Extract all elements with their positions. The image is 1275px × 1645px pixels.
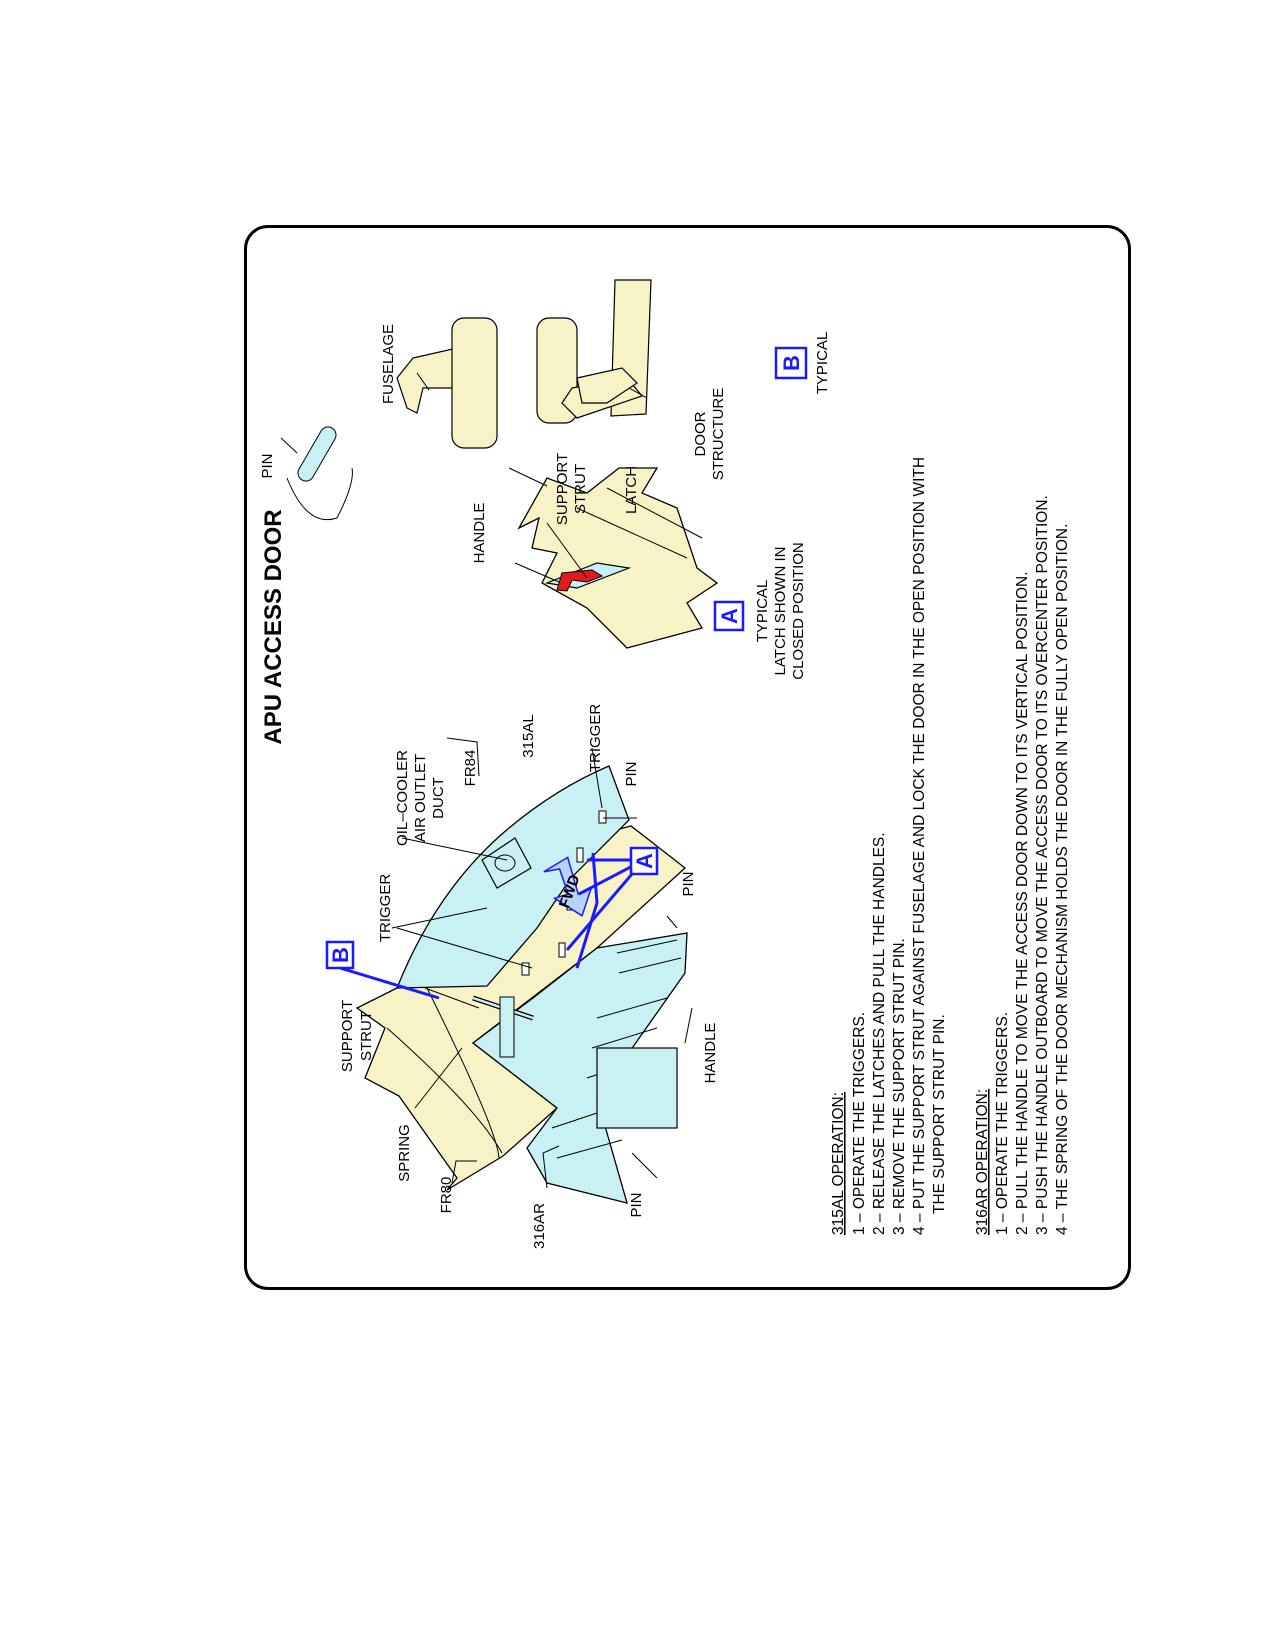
- diagram-frame: APU ACCESS DOOR: [244, 225, 1131, 1290]
- op-315al-step-1: 1 – OPERATE THE TRIGGERS.: [851, 1012, 868, 1235]
- duct-label-2: AIR OUTLET: [412, 754, 429, 842]
- page-title: APU ACCESS DOOR: [260, 509, 287, 744]
- latch-mark-3: [576, 847, 584, 863]
- detail-b-fuselage-label: FUSELAGE: [380, 324, 397, 404]
- spring-cylinder: [499, 996, 515, 1058]
- detail-a-seam-2: [606, 487, 703, 539]
- operations-316ar: 316AR OPERATION: 1 – OPERATE THE TRIGGER…: [974, 495, 1071, 1235]
- operations-315al: 315AL OPERATION: 1 – OPERATE THE TRIGGER…: [830, 457, 948, 1235]
- op-315al-step-4: 4 – PUT THE SUPPORT STRUT AGAINST FUSELA…: [911, 457, 928, 1235]
- fr80-label: FR80: [438, 1177, 455, 1214]
- op-316ar-step-3: 3 – PUSH THE HANDLE OUTBOARD TO MOVE THE…: [1034, 495, 1051, 1235]
- oil-cooler-duct-opening: [494, 854, 516, 872]
- detail-a-caption-3: CLOSED POSITION: [790, 542, 807, 680]
- handle-panel: [596, 1047, 678, 1129]
- detail-a-letter: A: [717, 608, 742, 624]
- fuselage-skin-curve-2: [386, 1027, 503, 1154]
- detail-b-letter: B: [779, 355, 804, 371]
- detail-b-door-label-2: STRUCTURE: [710, 388, 727, 481]
- detail-b-strut-bar: [451, 317, 498, 449]
- trigger-left-mark: [521, 962, 530, 976]
- op-315al-step-4-cont: THE SUPPORT STRUT PIN.: [931, 1014, 948, 1214]
- trigger-right-mark: [598, 810, 607, 824]
- pin-bottom-label: PIN: [628, 1192, 645, 1217]
- duct-label-3: DUCT: [430, 777, 447, 819]
- fr84-label: FR84: [462, 750, 479, 787]
- detail-b-pin-label: PIN: [259, 453, 276, 478]
- apu-access-door-diagram: APU ACCESS DOOR: [259, 279, 1071, 1249]
- op-316ar-heading: 316AR OPERATION:: [974, 1089, 991, 1235]
- detail-b-strut-label-1: SUPPORT: [554, 453, 571, 525]
- op-315al-heading: 315AL OPERATION:: [830, 1092, 847, 1235]
- support-strut-label-2: STRUT: [358, 1011, 375, 1061]
- door-316ar-label: 316AR: [531, 1203, 548, 1249]
- detail-a-latch: [556, 569, 604, 592]
- op-316ar-step-4: 4 – THE SPRING OF THE DOOR MECHANISM HOL…: [1054, 524, 1071, 1235]
- detail-b-strut-leader: [508, 467, 548, 487]
- detail-a-caption-2: LATCH SHOWN IN: [772, 547, 789, 676]
- callout-a-box: [629, 846, 659, 876]
- detail-a: HANDLE LATCH A TYPICAL LATCH SHOWN IN CL…: [471, 466, 807, 680]
- door-316ar: [471, 932, 688, 1204]
- detail-b: PIN FUSELAGE SUPPORT STRUT DOOR STRUCTUR…: [259, 279, 831, 525]
- detail-b-strut-label-2: STRUT: [572, 464, 589, 514]
- door-315al-label: 315AL: [520, 714, 537, 757]
- detail-a-caption-1: TYPICAL: [754, 580, 771, 643]
- spring-label: SPRING: [396, 1124, 413, 1182]
- detail-a-structure: [517, 467, 719, 649]
- duct-label-1: OIL–COOLER: [394, 750, 411, 846]
- detail-a-box: [713, 600, 745, 632]
- detail-a-latch-leader: [546, 522, 588, 579]
- op-315al-step-3: 3 – REMOVE THE SUPPORT STRUT PIN.: [891, 938, 908, 1235]
- main-illustration: FWD: [355, 765, 688, 1204]
- latch-mark-1: [558, 942, 566, 958]
- oil-cooler-duct: [481, 837, 532, 889]
- detail-b-pin: [297, 426, 337, 482]
- trigger-right-label: TRIGGER: [587, 704, 604, 773]
- op-316ar-step-1: 1 – OPERATE THE TRIGGERS.: [994, 1012, 1011, 1235]
- main-leader-lines: [391, 737, 693, 1189]
- detail-a-handle-label: HANDLE: [471, 503, 488, 564]
- trigger-left-label: TRIGGER: [377, 874, 394, 943]
- detail-b-door-bracket: [576, 367, 638, 404]
- callout-b-letter: B: [328, 947, 353, 963]
- detail-b-box: [774, 346, 808, 380]
- op-316ar-step-2: 2 – PULL THE HANDLE TO MOVE THE ACCESS D…: [1014, 571, 1031, 1235]
- pin-mid-label: PIN: [680, 871, 697, 896]
- detail-b-lanyard: [286, 467, 353, 520]
- detail-a-latch-label: LATCH: [623, 466, 640, 514]
- detail-b-pin-leader: [280, 437, 298, 454]
- detail-a-seam-1: [576, 507, 688, 559]
- detail-b-door-label-1: DOOR: [692, 411, 709, 456]
- main-labels: SUPPORT STRUT TRIGGER OIL–COOLER AIR OUT…: [339, 704, 719, 1249]
- support-strut-label-1: SUPPORT: [339, 1000, 356, 1072]
- callout-b-box: [325, 940, 355, 970]
- fuselage-skin-curve: [421, 977, 500, 1159]
- op-315al-step-2: 2 – RELEASE THE LATCHES AND PULL THE HAN…: [871, 832, 888, 1235]
- detail-b-fuselage-leader: [416, 372, 430, 391]
- detail-b-door-leader: [628, 387, 648, 399]
- pin-top-label: PIN: [623, 761, 640, 786]
- detail-b-caption: TYPICAL: [814, 332, 831, 395]
- handle-label: HANDLE: [702, 1023, 719, 1084]
- detail-a-handle-leader: [514, 562, 560, 583]
- callout-a-letter: A: [632, 853, 657, 869]
